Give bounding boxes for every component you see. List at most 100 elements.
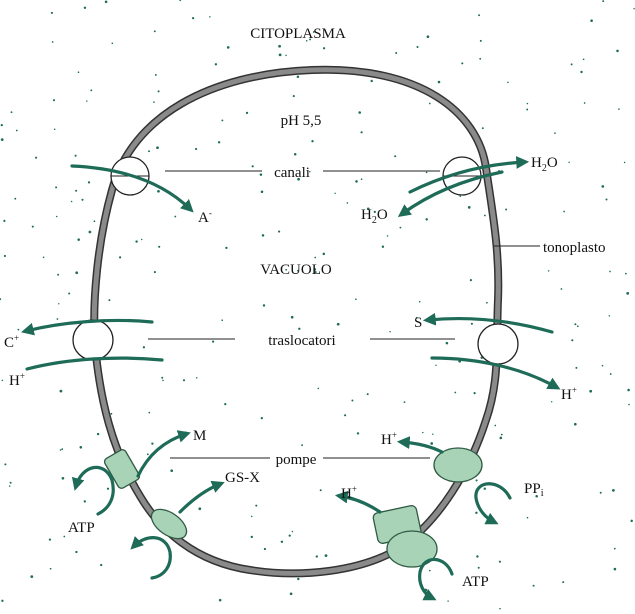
speckle-dot (312, 31, 315, 33)
speckle-dot (415, 316, 418, 319)
speckle-dot (153, 30, 156, 33)
speckle-dot (291, 530, 294, 533)
speckle-dot (479, 57, 482, 60)
speckle-dot (61, 476, 65, 480)
speckle-dot (135, 240, 138, 243)
speckle-dot (153, 101, 155, 103)
speckle-dot (461, 62, 464, 65)
speckle-dot (322, 252, 326, 256)
speckle-dot (351, 399, 354, 402)
speckle-dot (225, 246, 228, 250)
proton-right-label: H+ (561, 385, 577, 403)
speckle-dot (262, 304, 266, 307)
speckle-dot (570, 63, 573, 66)
speckle-dot (313, 268, 317, 271)
ph-label: pH 5,5 (281, 113, 322, 129)
speckle-dot (535, 495, 538, 498)
speckle-dot (30, 575, 34, 578)
speckle-dot (562, 581, 565, 584)
anion-arrow (70, 164, 194, 213)
cytoplasm-label: CITOPLASMA (250, 26, 346, 42)
speckle-dot (142, 346, 146, 349)
speckle-dot (221, 319, 224, 322)
speckle-dot (58, 303, 60, 305)
speckle-dot (289, 592, 293, 596)
speckle-dot (499, 607, 501, 610)
speckle-dot (251, 165, 254, 168)
speckle-dot (526, 108, 529, 111)
speckle-dot (0, 138, 4, 141)
speckle-dot (297, 177, 300, 181)
proton-pump-bottom-arrow (334, 490, 382, 514)
speckle-dot (157, 90, 160, 93)
speckle-dot (366, 393, 369, 396)
speckle-dot (8, 485, 11, 487)
speckle-dot (278, 230, 281, 233)
cation-arrow (21, 318, 154, 336)
speckle-dot (0, 298, 2, 301)
speckle-dot (63, 535, 66, 538)
speckle-dot (613, 567, 617, 571)
speckle-dot (59, 449, 62, 451)
speckle-dot (571, 339, 574, 342)
speckle-dot (75, 550, 78, 554)
speckle-dot (425, 218, 428, 221)
speckle-dot (4, 463, 7, 466)
speckle-dot (106, 487, 110, 490)
speckle-dot (218, 598, 222, 602)
speckle-dot (314, 271, 317, 274)
speckle-dot (358, 111, 361, 114)
speckle-dot (373, 210, 376, 214)
speckle-dot (15, 129, 18, 132)
speckle-dot (576, 325, 579, 328)
speckle-dot (626, 292, 630, 295)
m-arrow (136, 430, 191, 478)
speckle-dot (563, 210, 565, 213)
speckle-dot (217, 141, 221, 144)
speckle-dot (35, 156, 38, 159)
speckle-dot (432, 433, 434, 435)
speckle-dot (507, 81, 509, 84)
speckle-dot (195, 147, 198, 151)
speckle-dot (467, 206, 471, 209)
speckle-dot (481, 127, 484, 130)
speckle-dot (226, 46, 230, 49)
speckle-dot (140, 238, 143, 241)
speckle-dot (87, 181, 91, 184)
speckle-dot (148, 150, 150, 153)
substrate-label: S (414, 315, 422, 331)
speckle-dot (48, 538, 52, 541)
speckle-dot (360, 178, 363, 181)
speckle-dot (608, 315, 611, 317)
speckle-dot (245, 111, 249, 115)
water-out-arrow (408, 156, 530, 194)
speckle-dot (554, 132, 556, 134)
speckle-dot (319, 489, 322, 492)
speckle-dot (170, 469, 173, 473)
speckle-dot (154, 73, 157, 76)
speckle-dot (475, 479, 478, 482)
speckle-dot (1, 599, 4, 602)
speckle-dot (285, 54, 287, 57)
speckle-dot (381, 245, 385, 248)
speckle-dot (426, 35, 430, 39)
speckle-dot (151, 442, 154, 445)
speckle-dot (500, 433, 503, 436)
speckle-dot (81, 198, 84, 201)
speckle-dot (394, 155, 397, 158)
vacuole-label: VACUOLO (260, 262, 332, 278)
speckle-dot (56, 318, 59, 320)
speckle-dot (582, 58, 585, 61)
speckle-dot (445, 341, 449, 345)
speckle-dot (575, 366, 578, 369)
speckle-dot (386, 235, 389, 237)
speckle-dot (263, 547, 266, 551)
speckle-dot (198, 507, 202, 511)
speckle-dot (613, 547, 616, 550)
speckle-dot (288, 534, 291, 537)
speckle-dot (70, 200, 73, 203)
speckle-dot (255, 504, 258, 507)
speckle-dot (532, 584, 535, 587)
speckle-dot (10, 111, 13, 114)
speckle-dot (602, 0, 605, 3)
